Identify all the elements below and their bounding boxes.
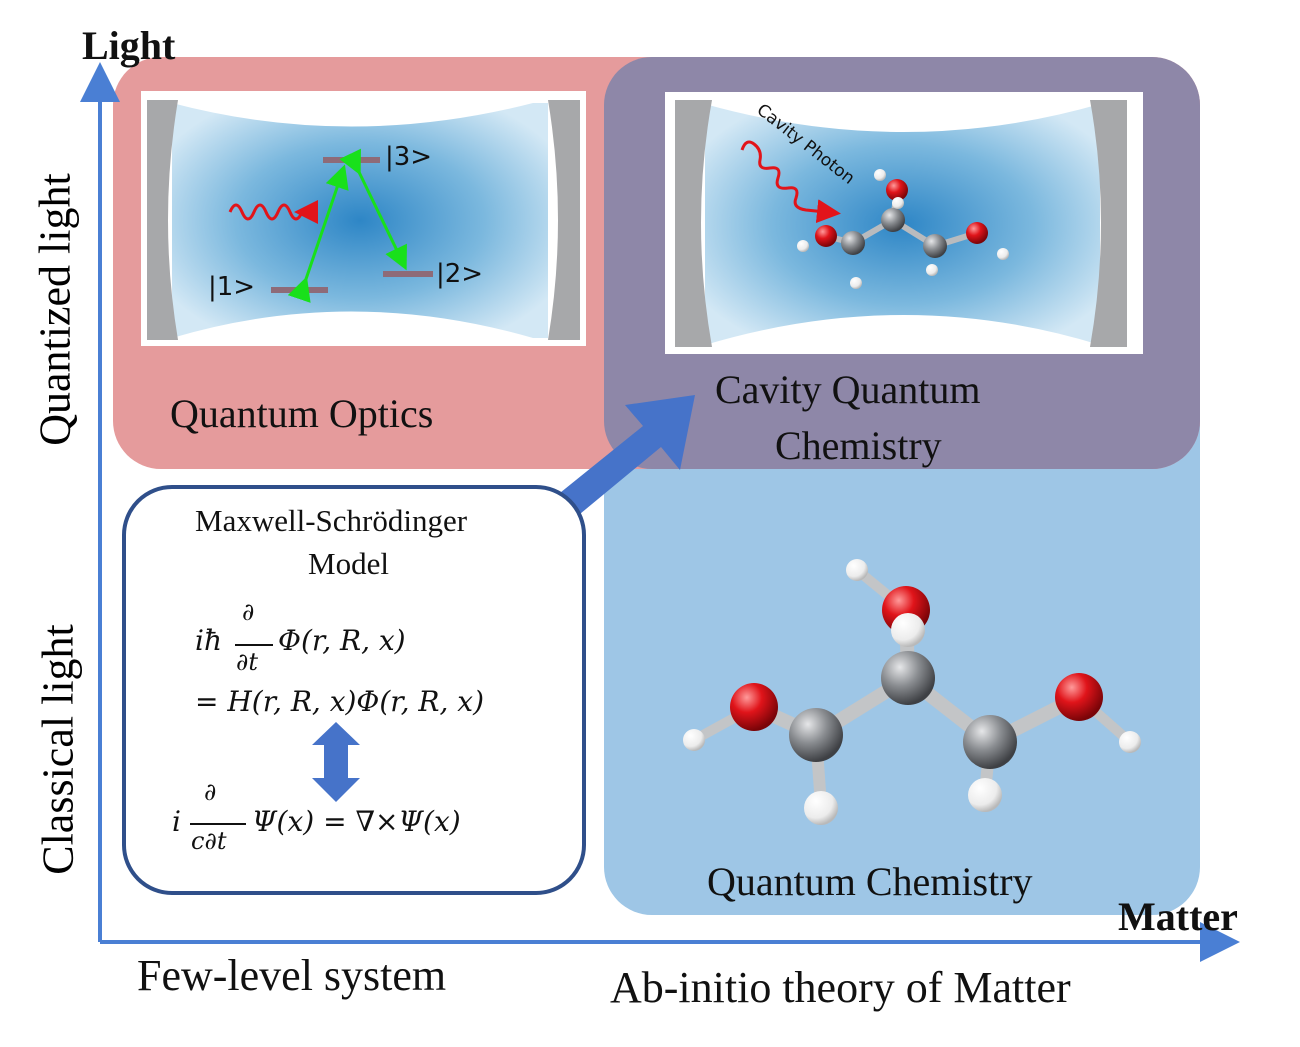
transition-3-2 [339,148,407,271]
eq1-lhs: Φ(r, R, x) [278,624,406,657]
maxwell-schrodinger-title-line1: Maxwell-Schrödinger [195,503,468,538]
eq1-denominator: ∂t [236,648,259,676]
classical-light-label: Classical light [33,624,83,875]
transition-1-3 [287,164,349,303]
glycerol-molecule [683,559,1141,825]
progress-arrow-icon [545,395,695,528]
eq2-rest: Ψ(x) = ∇×Ψ(x) [252,805,461,838]
ab-initio-label: Ab-initio theory of Matter [610,963,1071,1012]
few-level-system-label: Few-level system [137,951,447,1000]
right-mirror [548,100,580,340]
quantum-optics-cavity [141,91,586,346]
cavity-qc-title-line2: Chemistry [775,423,942,468]
quantum-optics-title: Quantum Optics [170,391,434,436]
small-glycerol-molecule [797,169,1009,289]
cqc-right-mirror [1090,100,1127,347]
quantized-light-label: Quantized light [30,173,80,446]
cavity-qc-title-line1: Cavity Quantum [715,367,981,412]
x-axis-label: Matter [1118,894,1238,939]
eq2-numerator: ∂ [204,778,217,806]
cavity-photon-wave-icon [740,140,841,224]
quantum-chemistry-title: Quantum Chemistry [707,859,1033,904]
eq1-numerator: ∂ [242,598,255,626]
photon-wave-icon [228,200,318,224]
left-mirror [147,100,178,340]
cqc-left-mirror [675,100,712,347]
double-arrow-icon [312,722,360,802]
eq2-prefix: i [172,805,181,838]
y-axis-label: Light [82,23,176,68]
maxwell-schrodinger-box [122,485,586,895]
eq1-prefix: iħ [195,624,222,657]
level-2-label: |2> [436,259,484,289]
level-3-label: |3> [385,142,433,172]
level-1-label: |1> [208,272,256,302]
equation-1-line-2: = H(r, R, x)Φ(r, R, x) [195,685,484,718]
eq2-denominator: c∂t [191,827,227,855]
maxwell-schrodinger-title-line2: Model [308,546,389,581]
